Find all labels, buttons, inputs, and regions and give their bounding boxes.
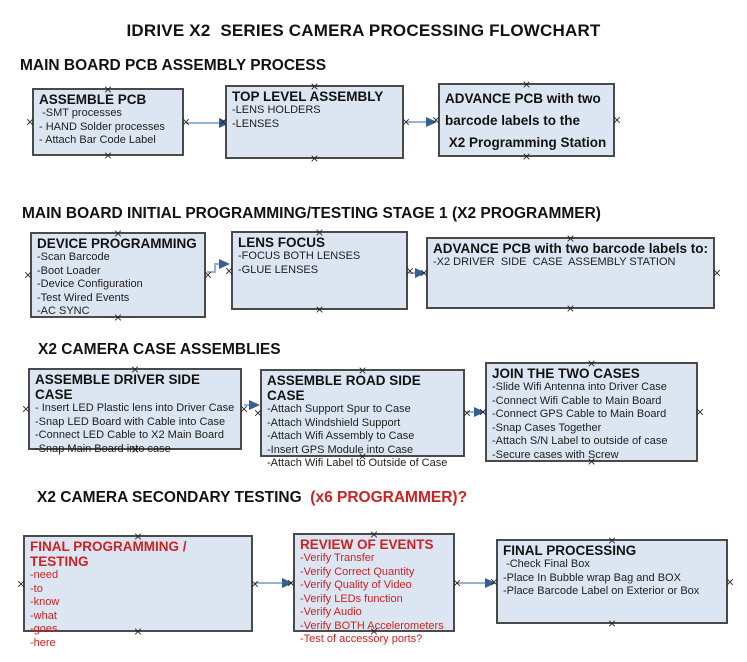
box-item: -Test of accessory ports?: [300, 633, 423, 645]
box-items: X2 Programming Station: [445, 132, 609, 154]
box-title: TOP LEVEL ASSEMBLY: [232, 89, 384, 104]
box-item: -Verify Audio: [300, 606, 362, 618]
section-header-pcb-assembly: MAIN BOARD PCB ASSEMBLY PROCESS: [20, 57, 327, 74]
section-header-initial-programming: MAIN BOARD INITIAL PROGRAMMING/TESTING S…: [22, 205, 601, 222]
box-item: -Connect Wifi Cable to Main Board: [492, 394, 662, 407]
box-item: -here: [30, 636, 56, 649]
box-item: -LENSES: [232, 117, 280, 130]
box-item: -Verify LEDs function: [300, 592, 403, 605]
box-items: -SMT processes- HAND Solder processes- A…: [39, 107, 178, 148]
flow-box-join-the-two-cases[interactable]: JOIN THE TWO CASES -Slide Wifi Antenna i…: [478, 358, 704, 467]
box-item: -Attach Support Spur to Case: [267, 403, 411, 415]
section-header-secondary-testing: X2 CAMERA SECONDARY TESTING (x6 PROGRAMM…: [37, 489, 467, 507]
box-item: -Device Configuration: [37, 278, 143, 290]
box-title: ADVANCE PCB with two barcode labels to t…: [445, 91, 605, 128]
box-title: ASSEMBLE PCB: [39, 92, 147, 107]
box-item: -Snap Main Board into case: [35, 442, 171, 455]
connector-arrow[interactable]: [409, 268, 426, 278]
box-title: ASSEMBLE ROAD SIDE CASE: [267, 373, 425, 403]
box-item: -Attach Windshield Support: [267, 416, 401, 429]
box-item: -Test Wired Events: [37, 291, 130, 304]
flow-box-assemble-driver-side-case[interactable]: ASSEMBLE DRIVER SIDE CASE - Insert LED P…: [21, 364, 248, 455]
box-item: -FOCUS BOTH LENSES: [238, 250, 361, 262]
box-item: - Insert LED Plastic lens into Driver Ca…: [35, 402, 235, 414]
box-item: -Attach Wifi Label to Outside of Case: [267, 457, 448, 469]
box-item: -Snap Cases Together: [492, 421, 602, 434]
box-items: -Scan Barcode-Boot Loader-Device Configu…: [37, 251, 200, 319]
page-title: IDRIVE X2 SERIES CAMERA PROCESSING FLOWC…: [126, 21, 601, 40]
connector-arrow[interactable]: [406, 117, 437, 127]
box-item: - Attach Bar Code Label: [39, 134, 156, 146]
flow-box-lens-focus[interactable]: LENS FOCUS -FOCUS BOTH LENSES-GLUE LENSE…: [224, 227, 414, 315]
box-items: -X2 DRIVER SIDE CASE ASSEMBLY STATION: [433, 256, 709, 270]
box-item: X2 Programming Station: [445, 135, 607, 150]
box-title: DEVICE PROGRAMMING: [37, 236, 197, 251]
box-title: LENS FOCUS: [238, 235, 326, 250]
box-item: -need: [30, 569, 59, 581]
box-item: -know: [30, 596, 60, 608]
connector-arrow[interactable]: [457, 578, 496, 588]
box-items: -LENS HOLDERS-LENSES: [232, 104, 398, 131]
box-item: -Verify BOTH Accelerometers: [300, 619, 444, 632]
box-item: -Insert GPS Module into Case: [267, 443, 414, 456]
flow-box-advance-pcb-programming-station[interactable]: ADVANCE PCB with two barcode labels to t…: [431, 79, 621, 162]
flow-box-assemble-road-side-case[interactable]: ASSEMBLE ROAD SIDE CASE -Attach Support …: [253, 365, 471, 469]
box-item: -AC SYNC: [37, 305, 90, 317]
box-item: -Verify Correct Quantity: [300, 565, 415, 578]
flow-box-device-programming[interactable]: DEVICE PROGRAMMING -Scan Barcode-Boot Lo…: [23, 228, 212, 323]
connector-arrow[interactable]: [467, 407, 485, 417]
box-item: -Attach S/N Label to outside of case: [492, 435, 668, 447]
box-item: -Check Final Box: [503, 558, 590, 570]
flow-box-final-processing[interactable]: FINAL PROCESSING -Check Final Box-Place …: [489, 535, 734, 629]
box-item: - HAND Solder processes: [39, 120, 165, 133]
section-header-red-suffix: (x6 PROGRAMMER)?: [306, 489, 468, 506]
box-title: REVIEW OF EVENTS: [300, 537, 434, 552]
box-item: -Connect LED Cable to X2 Main Board: [35, 429, 224, 441]
box-items: -Attach Support Spur to Case-Attach Wind…: [267, 403, 459, 471]
box-title: FINAL PROGRAMMING / TESTING: [30, 539, 191, 569]
box-item: -GLUE LENSES: [238, 263, 319, 276]
flow-box-advance-pcb-case-assembly[interactable]: ADVANCE PCB with two barcode labels to: …: [419, 233, 721, 314]
box-item: -Verify Transfer: [300, 552, 375, 564]
box-item: -Attach Wifi Assembly to Case: [267, 430, 415, 442]
box-item: -Slide Wifi Antenna into Driver Case: [492, 381, 667, 393]
flow-box-top-level-assembly[interactable]: TOP LEVEL ASSEMBLY -LENS HOLDERS-LENSES …: [218, 81, 410, 164]
box-item: -what: [30, 609, 57, 622]
box-title: FINAL PROCESSING: [503, 543, 637, 558]
section-header-case-assemblies: X2 CAMERA CASE ASSEMBLIES: [38, 341, 281, 358]
box-item: -Place In Bubble wrap Bag and BOX: [503, 571, 681, 584]
box-item: -SMT processes: [39, 107, 122, 119]
box-title: JOIN THE TWO CASES: [492, 366, 640, 381]
flow-box-final-programming-testing[interactable]: FINAL PROGRAMMING / TESTING -need-to-kno…: [16, 531, 259, 649]
connector-arrow-elbow[interactable]: [207, 259, 230, 273]
box-item: -Secure cases with Screw: [492, 448, 619, 461]
connector-arrow[interactable]: [244, 400, 260, 410]
box-item: -goes: [30, 623, 58, 635]
section-header-black-part: X2 CAMERA SECONDARY TESTING: [37, 489, 306, 506]
box-item: -Verify Quality of Video: [300, 579, 412, 591]
box-item: -Connect GPS Cable to Main Board: [492, 408, 667, 420]
box-items: - Insert LED Plastic lens into Driver Ca…: [35, 402, 236, 456]
box-items: -FOCUS BOTH LENSES-GLUE LENSES: [238, 250, 402, 277]
box-items: -Check Final Box-Place In Bubble wrap Ba…: [503, 558, 722, 599]
connector-arrow[interactable]: [186, 118, 230, 128]
box-items: -need-to-know-what-goes-here: [30, 569, 247, 650]
box-items: -Verify Transfer-Verify Correct Quantity…: [300, 552, 449, 647]
box-items: -Slide Wifi Antenna into Driver Case-Con…: [492, 381, 692, 462]
box-item: -to: [30, 582, 43, 595]
box-item: -Scan Barcode: [37, 251, 110, 263]
box-item: -Place Barcode Label on Exterior or Box: [503, 585, 700, 597]
box-item: -Snap LED Board with Cable into Case: [35, 415, 226, 428]
box-item: -Boot Loader: [37, 264, 101, 277]
connector-arrow[interactable]: [255, 578, 293, 588]
flow-box-review-of-events[interactable]: REVIEW OF EVENTS -Verify Transfer-Verify…: [286, 529, 461, 645]
flow-box-assemble-pcb[interactable]: ASSEMBLE PCB -SMT processes- HAND Solder…: [25, 84, 190, 161]
box-item: -X2 DRIVER SIDE CASE ASSEMBLY STATION: [433, 256, 676, 268]
box-item: -LENS HOLDERS: [232, 104, 321, 116]
box-title: ASSEMBLE DRIVER SIDE CASE: [35, 372, 204, 402]
box-title: ADVANCE PCB with two barcode labels to:: [433, 241, 709, 256]
